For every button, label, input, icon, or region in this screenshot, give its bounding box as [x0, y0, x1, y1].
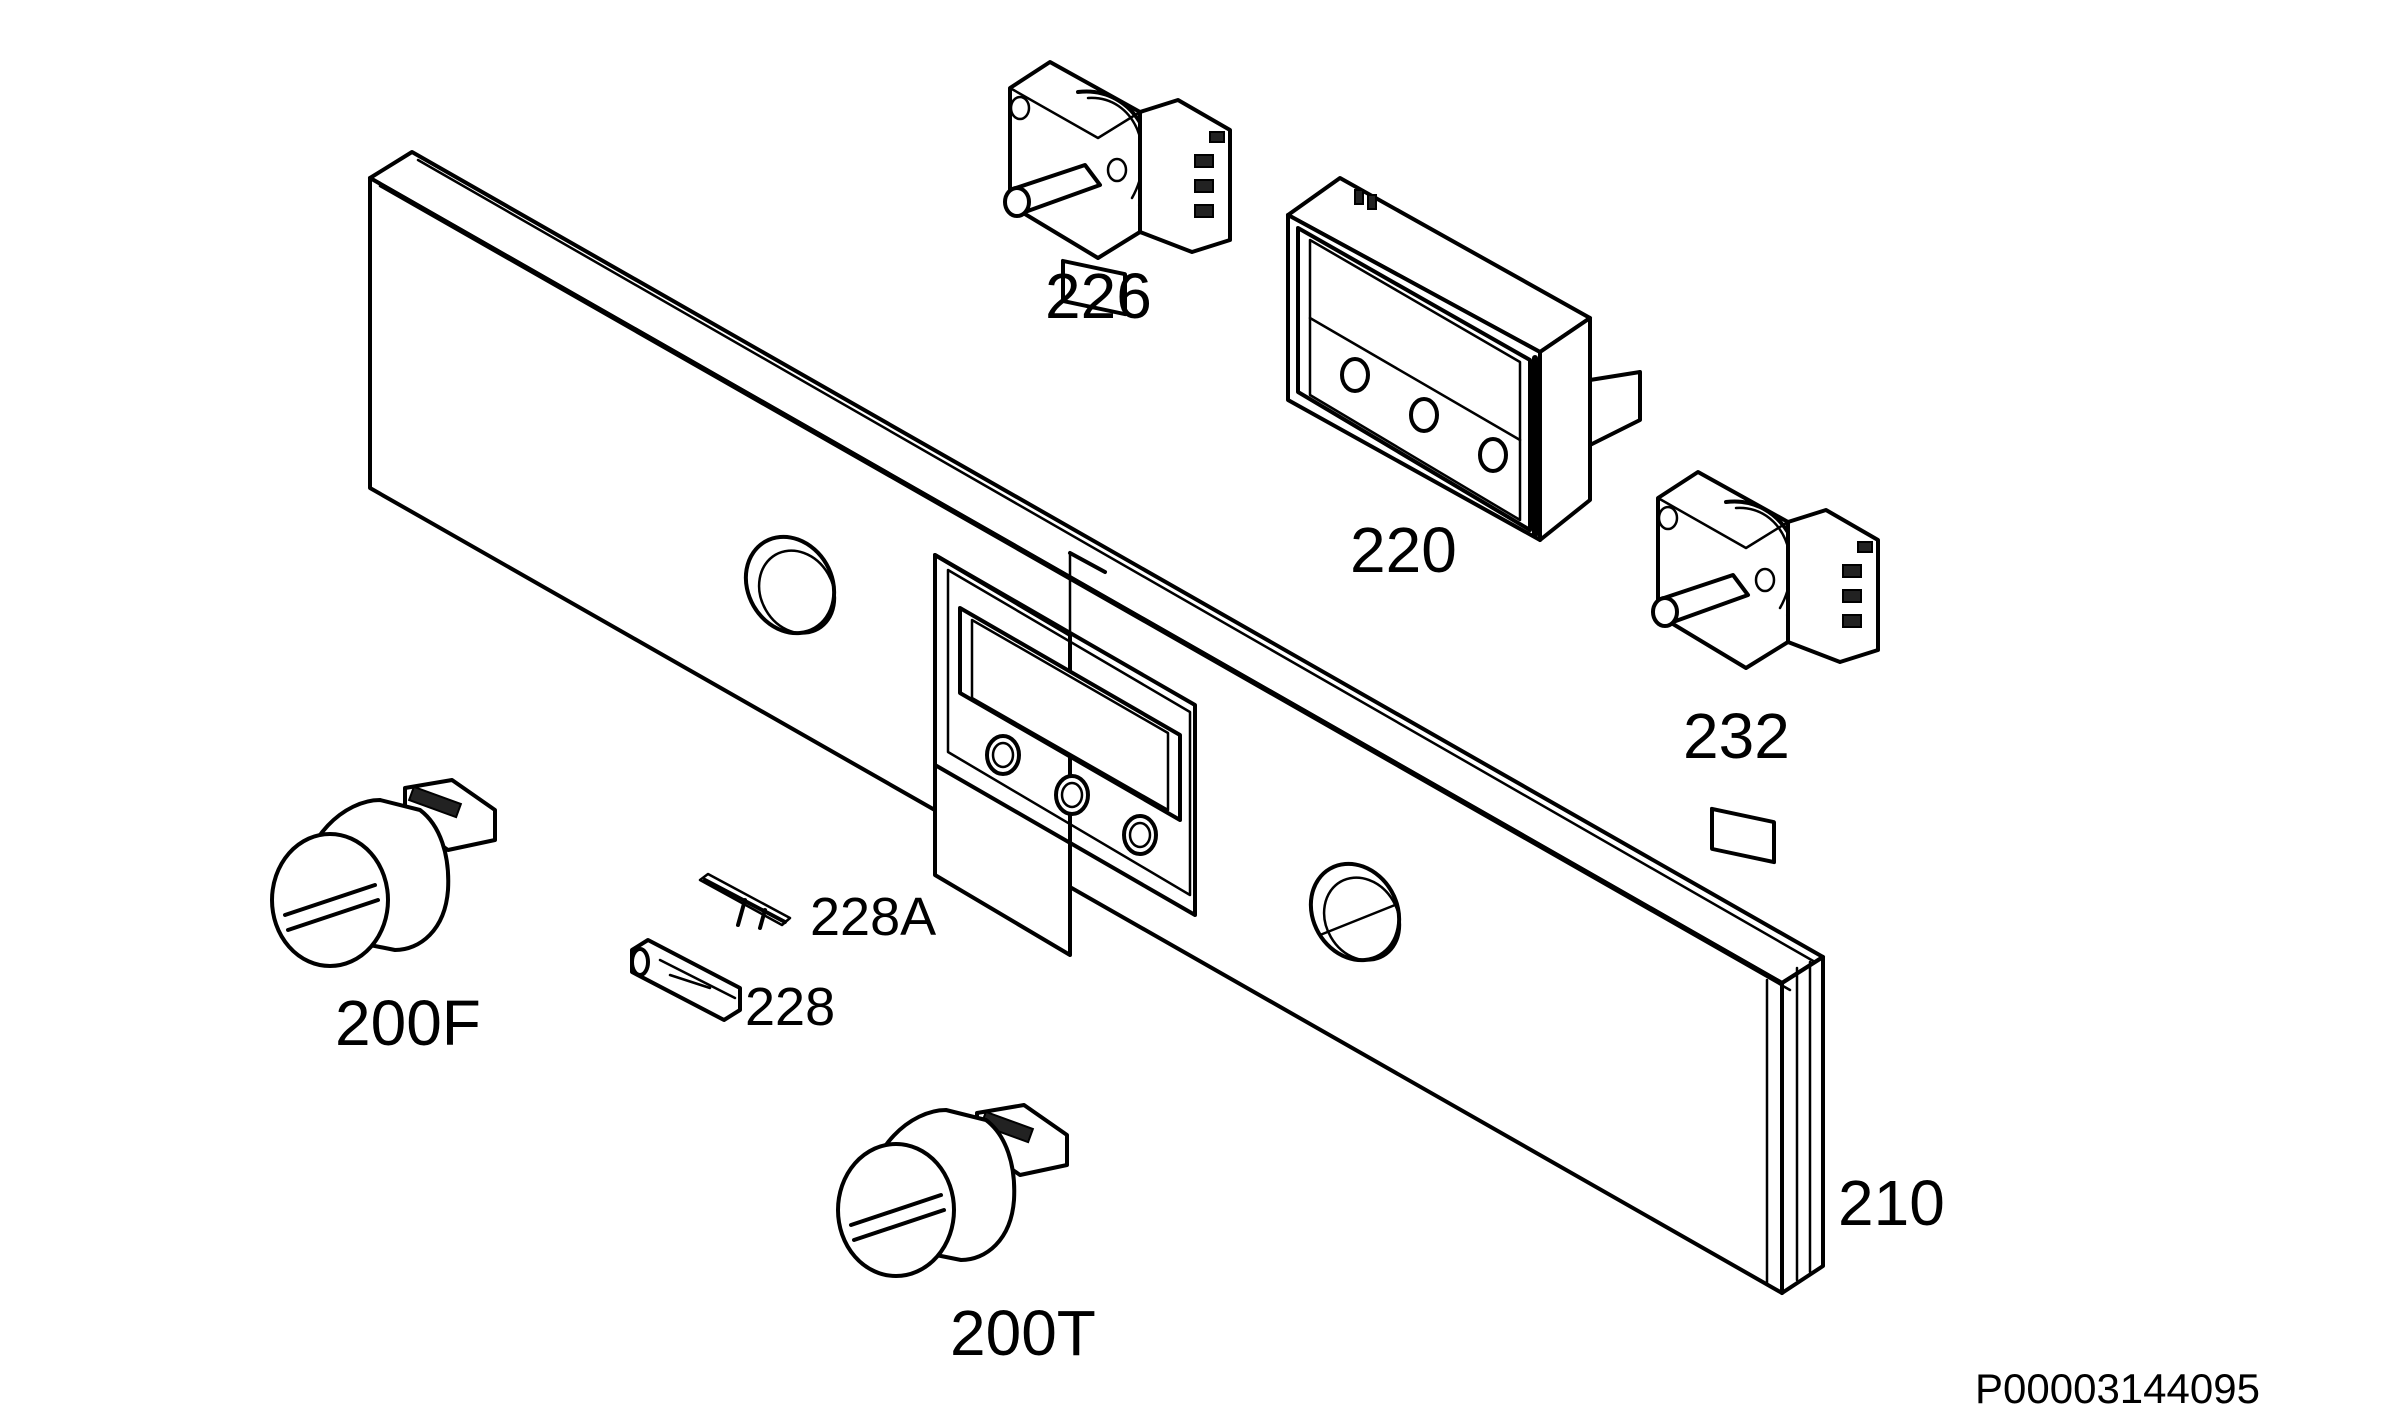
knob-hole-left — [743, 534, 837, 636]
timer-module-220[interactable] — [1286, 176, 1642, 542]
label-210: 210 — [1838, 1167, 1945, 1239]
control-panel-fascia[interactable] — [368, 150, 1825, 1295]
label-200F: 200F — [335, 987, 481, 1059]
spring-clip-228A[interactable] — [698, 872, 792, 930]
selector-switch-232[interactable] — [1651, 470, 1880, 865]
label-200T: 200T — [950, 1297, 1096, 1369]
label-226: 226 — [1045, 260, 1152, 332]
knob-200F[interactable] — [270, 778, 497, 968]
knob-200T[interactable] — [836, 1103, 1069, 1278]
label-228A: 228A — [810, 887, 936, 947]
document-id: P00003144095 — [1975, 1365, 2260, 1412]
knob-insert-228[interactable] — [630, 938, 742, 1022]
selector-switch-226[interactable] — [1003, 60, 1232, 317]
knob-hole-right — [1308, 861, 1402, 963]
display-window — [933, 553, 1197, 957]
label-220: 220 — [1350, 514, 1457, 586]
label-232: 232 — [1683, 700, 1790, 772]
label-228: 228 — [745, 977, 835, 1037]
